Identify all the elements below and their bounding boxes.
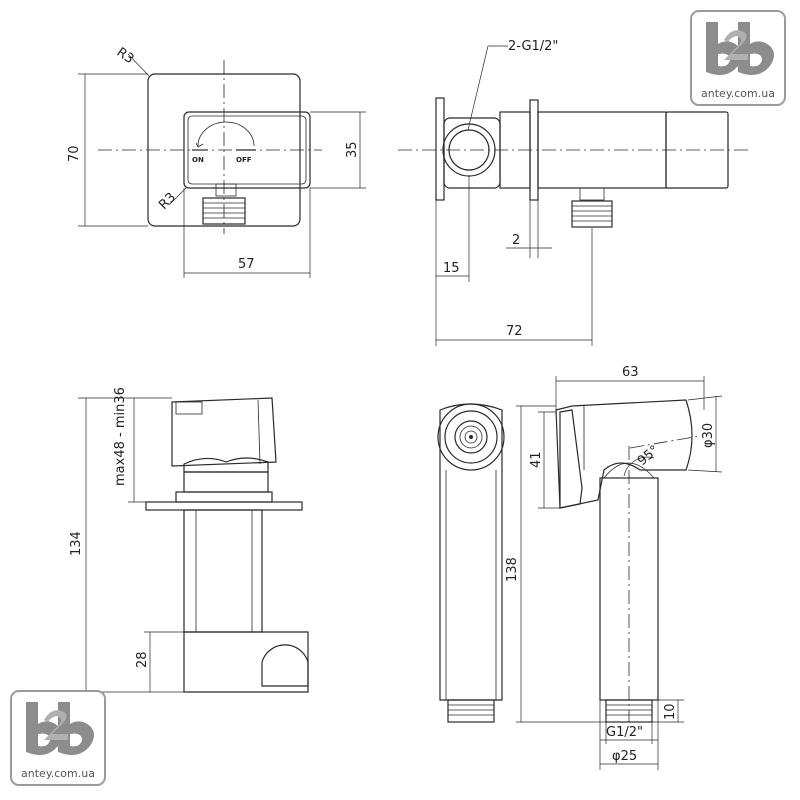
sprayer-neck-curve <box>603 462 655 479</box>
rotation-arc <box>197 121 255 147</box>
sprayer-handle-front <box>439 403 503 701</box>
holder-wall-plate <box>145 501 303 511</box>
sprayer-front-thread <box>447 699 495 723</box>
dim-35-label: 35 <box>345 141 360 158</box>
holder-bracket-tab <box>175 401 203 415</box>
outlet-neck <box>215 183 237 197</box>
dim-72-label: 72 <box>506 324 523 339</box>
dim-134-label: 134 <box>69 531 84 556</box>
sprayer-front-view <box>437 403 505 723</box>
thread-top-leader <box>467 45 508 131</box>
side-inlet-body <box>443 117 501 189</box>
dim-2-label: 2 <box>512 233 520 248</box>
spray-face-center <box>469 435 473 439</box>
dim-63-label: 63 <box>622 365 639 380</box>
dim-15-label: 15 <box>443 261 460 276</box>
angle-arc <box>623 456 655 477</box>
dim-57-label: 57 <box>238 257 255 272</box>
holder-body-top <box>183 471 269 493</box>
dim-41-label: 41 <box>529 451 544 468</box>
holder-view: max48 - min36 134 28 <box>69 387 309 693</box>
b2b-logo-icon <box>26 702 94 755</box>
sprayer-trigger <box>559 409 583 509</box>
dim-d25-label: φ25 <box>612 749 637 764</box>
spray-face-outer <box>437 403 505 471</box>
holder-washer <box>175 491 273 503</box>
sprayer-side-view: 63 41 φ30 95° 138 10 G1/2" φ25 <box>505 365 723 770</box>
r3-bottom-label: R3 <box>156 190 179 213</box>
watermark-url-top: antey.com.ua <box>701 87 775 100</box>
side-outlet-thread <box>571 200 613 228</box>
dim-28-label: 28 <box>135 651 150 668</box>
thread-top-label: 2-G1/2" <box>508 39 558 54</box>
r3-top-label: R3 <box>114 45 137 67</box>
dim-thread-bottom-label: G1/2" <box>606 725 643 740</box>
side-view: 2-G1/2" 2 15 72 <box>398 39 752 346</box>
r3-bottom-leader <box>169 187 187 205</box>
r3-top-leader <box>127 53 150 77</box>
side-outlet-neck <box>579 187 605 201</box>
b2b-logo-icon <box>706 22 774 75</box>
dim-range-label: max48 - min36 <box>113 387 128 486</box>
on-label: ON <box>192 156 204 164</box>
front-view: ON OFF R3 70 35 R3 57 <box>67 45 366 278</box>
holder-nut <box>183 457 269 473</box>
spray-axis <box>629 435 701 449</box>
holder-bracket <box>171 397 277 467</box>
spray-face-ring <box>444 410 498 464</box>
watermark-logo-bottom: antey.com.ua <box>10 690 106 786</box>
watermark-logo-top: antey.com.ua <box>690 10 786 106</box>
watermark-url-bottom: antey.com.ua <box>21 767 95 780</box>
dim-d30-label: φ30 <box>701 423 716 448</box>
dim-138-label: 138 <box>505 557 520 582</box>
holder-hook <box>261 644 309 687</box>
holder-base <box>183 631 309 693</box>
sprayer-head <box>555 399 693 509</box>
rotation-arrow <box>195 142 204 148</box>
dim-70-label: 70 <box>67 145 82 162</box>
dim-10-label: 10 <box>663 703 678 720</box>
spray-face-core <box>454 420 488 454</box>
off-label: OFF <box>236 156 252 164</box>
